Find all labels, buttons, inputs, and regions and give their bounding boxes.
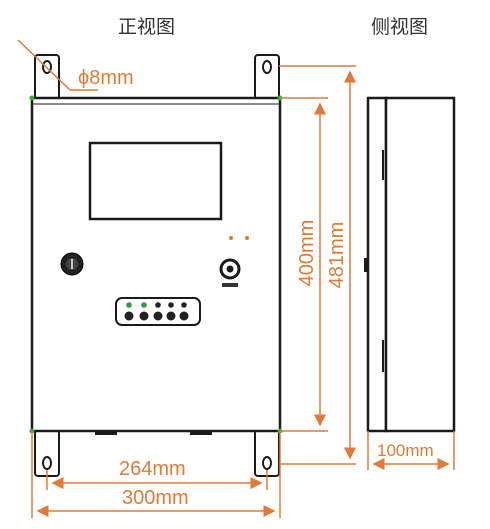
- mount-hole-icon: [262, 456, 272, 470]
- indicator-panel: [115, 297, 201, 326]
- led-icon: [153, 302, 163, 321]
- side-body: [384, 96, 456, 433]
- cable-gland: [190, 431, 212, 435]
- top-right-bracket: [254, 54, 280, 100]
- key-lock-icon: [60, 252, 84, 276]
- depth-label: 100mm: [377, 441, 434, 460]
- display-window: [88, 141, 223, 221]
- cable-gland: [95, 431, 117, 435]
- hole-diameter-label: ϕ8mm: [78, 67, 134, 89]
- led-icon: [179, 302, 189, 321]
- inner-height-label: 400mm: [296, 219, 318, 287]
- front-view-title: 正视图: [118, 16, 176, 38]
- inner-width-label: 264mm: [119, 458, 186, 480]
- led-green-icon: [139, 302, 149, 321]
- bottom-left-bracket: [34, 429, 60, 477]
- mount-hole-icon: [42, 456, 52, 470]
- emergency-stop-icon: [219, 258, 241, 287]
- front-view: [29, 54, 283, 477]
- indicator-dot: [229, 236, 233, 240]
- dimension-lines: [17, 39, 455, 518]
- led-icon: [166, 302, 176, 321]
- side-view: [364, 96, 456, 433]
- mount-hole-icon: [262, 60, 272, 74]
- indicator-dot: [245, 236, 249, 240]
- bottom-right-bracket: [254, 429, 280, 477]
- side-door: [366, 96, 388, 433]
- led-green-icon: [124, 302, 134, 321]
- total-width-label: 300mm: [122, 487, 189, 509]
- total-height-label: 481mm: [326, 221, 348, 289]
- side-view-title: 侧视图: [371, 16, 429, 38]
